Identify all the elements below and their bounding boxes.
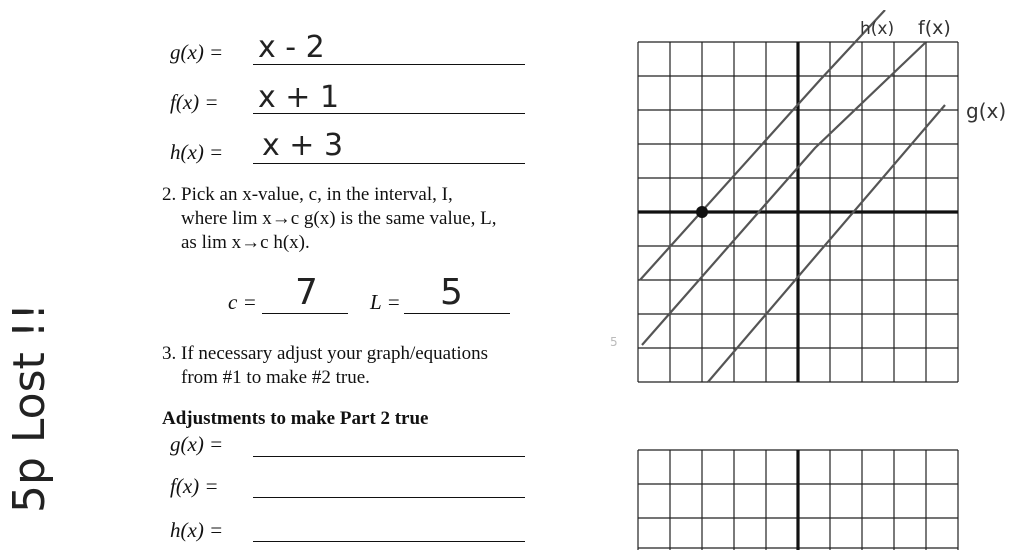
part1-h-answer[interactable]: x + 3 <box>262 128 344 163</box>
graph-top-point <box>696 206 708 218</box>
question-3-number: 3. <box>162 343 177 364</box>
question-3-text: If necessary adjust your graph/equations… <box>181 343 489 388</box>
curve-f <box>641 42 926 346</box>
adjust-g-line[interactable] <box>253 456 525 457</box>
l-label: L = <box>370 290 401 314</box>
l-line <box>404 313 510 314</box>
part1-g-label: g(x) = <box>170 40 224 64</box>
curve-g <box>707 104 946 383</box>
graph-top-axes <box>638 42 958 382</box>
l-answer[interactable]: 5 <box>440 272 463 313</box>
adjust-f-label: f(x) = <box>170 474 219 498</box>
part1-g-line <box>253 64 525 65</box>
c-line <box>262 313 348 314</box>
part1-f-label: f(x) = <box>170 90 219 114</box>
part1-f-line <box>253 113 525 114</box>
margin-handwriting: 5p Lost !! <box>4 293 55 513</box>
graph-label-f: f(x) <box>918 17 951 39</box>
question-3: 3. If necessary adjust your graph/equati… <box>162 342 507 392</box>
question-2-text: Pick an x-value, c, in the interval, I, … <box>181 184 497 253</box>
graph-label-g: g(x) <box>966 99 1006 123</box>
graph-left-mark: 5 <box>610 335 618 349</box>
adjust-g-label: g(x) = <box>170 432 224 456</box>
part1-g-answer[interactable]: x - 2 <box>258 30 325 65</box>
adjustments-heading: Adjustments to make Part 2 true <box>162 408 429 429</box>
part1-f-answer[interactable]: x + 1 <box>258 80 340 115</box>
part1-h-line <box>253 163 525 164</box>
margin-handwriting-text: 5p Lost !! <box>4 302 55 513</box>
question-2: 2. Pick an x-value, c, in the interval, … <box>162 183 507 279</box>
adjust-f-line[interactable] <box>253 497 525 498</box>
curve-h <box>639 10 886 281</box>
graph-top[interactable]: h(x) f(x) g(x) 5 <box>600 10 1030 390</box>
question-2-number: 2. <box>162 184 177 205</box>
graph-bottom[interactable] <box>600 438 1030 550</box>
adjust-h-label: h(x) = <box>170 518 224 542</box>
graph-label-h: h(x) <box>860 19 894 39</box>
part1-h-label: h(x) = <box>170 140 224 164</box>
adjust-h-line[interactable] <box>253 541 525 542</box>
graph-top-curves <box>639 10 946 383</box>
c-label: c = <box>228 290 257 314</box>
c-answer[interactable]: 7 <box>295 272 318 313</box>
